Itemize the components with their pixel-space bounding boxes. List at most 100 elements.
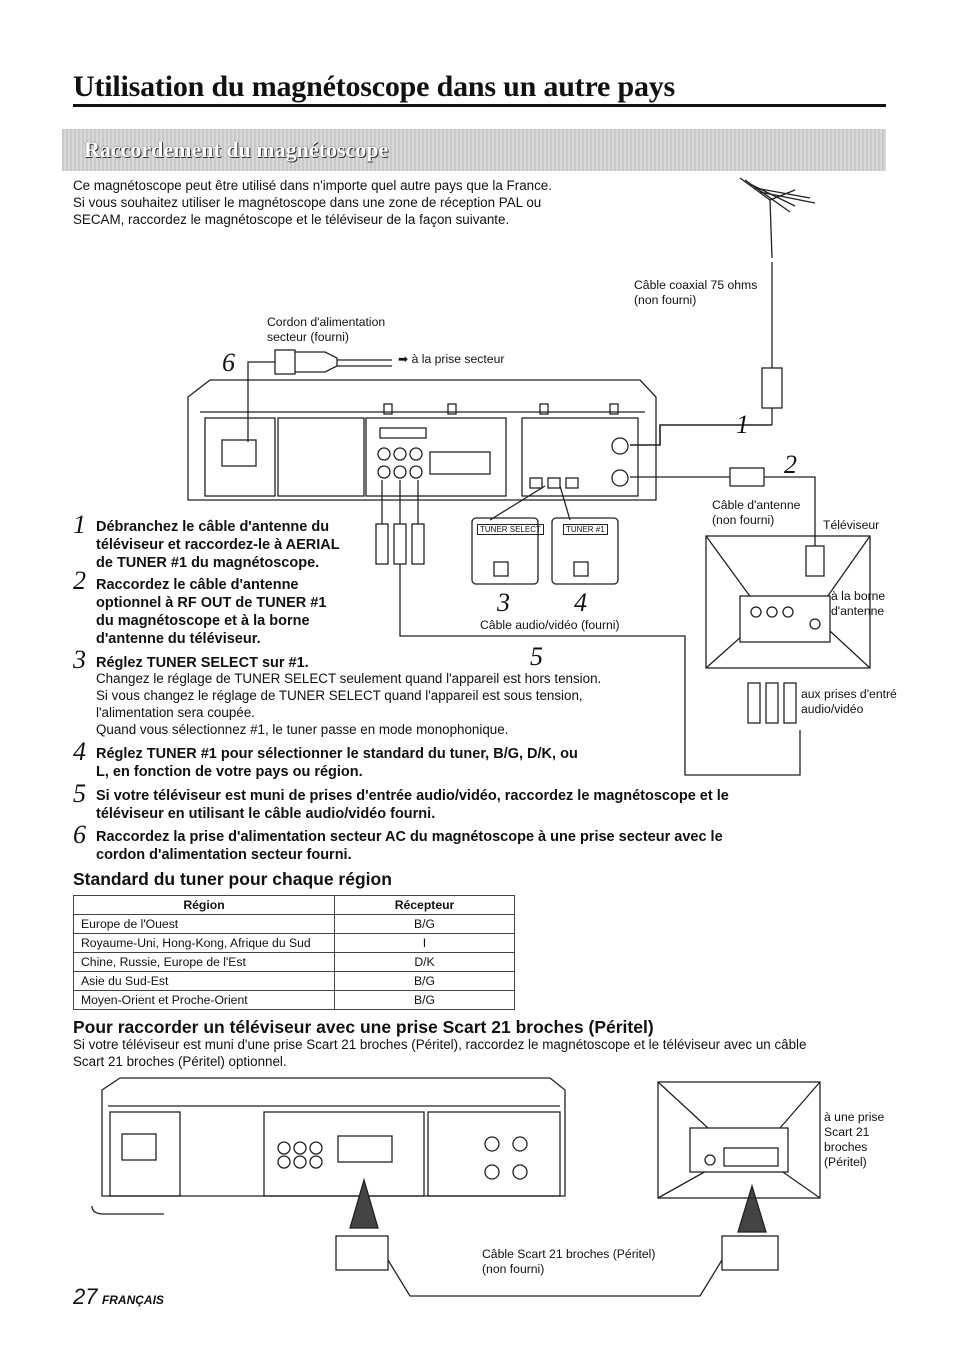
receiver-cell: B/G xyxy=(334,971,515,991)
tv-scart-line: à une prise xyxy=(824,1110,885,1124)
tuner1-switch xyxy=(551,517,619,585)
scart-diagram xyxy=(91,1077,821,1297)
step-2: Raccordez le câble d'antenne optionnel à… xyxy=(96,576,326,648)
power-plug-icon xyxy=(247,349,392,442)
antenna-cable-text: Câble d'antenne xyxy=(712,498,801,512)
page-number: 27 xyxy=(73,1284,98,1309)
intro-line: Si vous souhaitez utiliser le magnétosco… xyxy=(73,195,542,210)
callout-6: 6 xyxy=(222,348,235,377)
step-line: Réglez TUNER #1 pour sélectionner le sta… xyxy=(96,746,578,762)
scart-plug-icon xyxy=(721,1235,779,1271)
antenna-terminal-line: à la borne xyxy=(831,589,886,603)
footer-language: FRANÇAIS xyxy=(101,1293,164,1307)
step-line: de TUNER #1 du magnétoscope. xyxy=(96,555,320,571)
standards-heading: Standard du tuner pour chaque région xyxy=(73,869,392,889)
step-line: cordon d'alimentation secteur fourni. xyxy=(96,847,352,863)
step-line: Raccordez le câble d'antenne xyxy=(96,577,299,593)
step-number: 6 xyxy=(73,820,86,849)
antenna-terminal-line: d'antenne xyxy=(831,604,885,618)
scart-line: Si votre téléviseur est muni d'une prise… xyxy=(73,1037,807,1052)
tv-scart-line: Scart 21 xyxy=(824,1125,870,1139)
receiver-cell: D/K xyxy=(334,952,515,972)
step-number: 5 xyxy=(73,779,86,808)
tuner1-label: TUNER #1 xyxy=(563,524,608,535)
title-rule xyxy=(73,104,886,107)
outlet-label: ➡ à la prise secteur xyxy=(398,352,505,366)
receiver-cell: B/G xyxy=(334,914,515,934)
callout-3: 3 xyxy=(497,588,510,617)
receiver-cell: B/G xyxy=(334,990,515,1010)
tv-scart-line: broches xyxy=(824,1140,868,1154)
tuner-select-switch xyxy=(471,517,539,585)
scart-cable-text: Câble Scart 21 broches (Péritel) xyxy=(482,1247,656,1261)
power-cord-label: Cordon d'alimentation secteur (fourni) xyxy=(267,315,385,345)
connection-diagram xyxy=(187,177,871,776)
scart-intro: Si votre téléviseur est muni d'une prise… xyxy=(73,1036,806,1070)
column-header: Région xyxy=(73,895,335,915)
region-cell: Europe de l'Ouest xyxy=(73,914,335,934)
receiver-cell: I xyxy=(334,933,515,953)
tuner-select-label: TUNER SELECT xyxy=(477,524,544,535)
step-line: du magnétoscope et à la borne xyxy=(96,613,310,629)
power-cord-text: Cordon d'alimentation xyxy=(267,315,386,329)
step-line: téléviseur et raccordez-le à AERIAL xyxy=(96,537,340,553)
step-line: d'antenne du téléviseur. xyxy=(96,631,261,647)
table-header-row: Région Récepteur xyxy=(73,895,515,915)
tv-label: Téléviseur xyxy=(823,518,880,532)
vcr-rear-panel xyxy=(187,379,657,501)
power-cord-note: secteur (fourni) xyxy=(267,330,349,344)
intro-text: Ce magnétoscope peut être utilisé dans n… xyxy=(73,177,552,228)
antenna-cable-label: Câble d'antenne (non fourni) xyxy=(712,498,800,528)
intro-line: Ce magnétoscope peut être utilisé dans n… xyxy=(73,178,552,193)
detail-line: Changez le réglage de TUNER SELECT seule… xyxy=(96,671,602,686)
section-banner: Raccordement du magnétoscope xyxy=(62,129,886,171)
step-line: optionnel à RF OUT de TUNER #1 xyxy=(96,595,327,611)
coax-cable-label: Câble coaxial 75 ohms (non fourni) xyxy=(634,278,757,308)
av-plugs-icon xyxy=(375,480,801,776)
coax-plug-icon xyxy=(761,367,783,409)
region-cell: Asie du Sud-Est xyxy=(73,971,335,991)
tv-rear-icon xyxy=(705,535,871,669)
step-1: Débranchez le câble d'antenne du télévis… xyxy=(96,518,340,572)
step-line: Si votre téléviseur est muni de prises d… xyxy=(96,788,729,804)
av-cable-label: Câble audio/vidéo (fourni) xyxy=(480,618,620,632)
step-4: Réglez TUNER #1 pour sélectionner le sta… xyxy=(96,745,578,781)
section-banner-label: Raccordement du magnétoscope xyxy=(84,137,389,162)
intro-line: SECAM, raccordez le magnétoscope et le t… xyxy=(73,212,510,227)
page-title: Utilisation du magnétoscope dans un autr… xyxy=(73,70,676,103)
callout-1: 1 xyxy=(736,410,749,439)
tv-rear-icon xyxy=(657,1081,821,1199)
detail-line: Si vous changez le réglage de TUNER SELE… xyxy=(96,688,583,703)
scart-heading: Pour raccorder un téléviseur avec une pr… xyxy=(73,1017,654,1037)
tv-scart-line: (Péritel) xyxy=(824,1155,867,1169)
scart-cable-note: (non fourni) xyxy=(482,1262,545,1276)
step-3: Réglez TUNER SELECT sur #1. xyxy=(96,655,309,671)
vcr-rear-panel xyxy=(101,1077,566,1197)
detail-line: l'alimentation sera coupée. xyxy=(96,705,255,720)
detail-line: Quand vous sélectionnez #1, le tuner pas… xyxy=(96,722,509,737)
antenna-icon xyxy=(739,177,816,259)
av-jacks-label: aux prises d'entré audio/vidéo xyxy=(801,687,951,717)
step-line: téléviseur en utilisant le câble audio/v… xyxy=(96,806,436,822)
step-5: Si votre téléviseur est muni de prises d… xyxy=(96,787,729,823)
step-line: Débranchez le câble d'antenne du xyxy=(96,519,330,535)
region-cell: Chine, Russie, Europe de l'Est xyxy=(73,952,335,972)
antenna-plug-icon xyxy=(729,467,765,487)
step-6: Raccordez la prise d'alimentation secteu… xyxy=(96,828,723,864)
scart-line: Scart 21 broches (Péritel) optionnel. xyxy=(73,1054,287,1069)
callout-4: 4 xyxy=(574,588,587,617)
coax-cable-note: (non fourni) xyxy=(634,293,697,307)
scart-cable-label: Câble Scart 21 broches (Péritel) (non fo… xyxy=(482,1247,655,1277)
step-number: 1 xyxy=(73,510,86,539)
step-number: 3 xyxy=(73,645,86,674)
step-number: 4 xyxy=(73,737,86,766)
callout-2: 2 xyxy=(784,450,797,479)
column-header: Récepteur xyxy=(334,895,515,915)
region-cell: Moyen-Orient et Proche-Orient xyxy=(73,990,335,1010)
av-jacks-line: audio/vidéo xyxy=(801,702,864,716)
step-number: 2 xyxy=(73,566,86,595)
